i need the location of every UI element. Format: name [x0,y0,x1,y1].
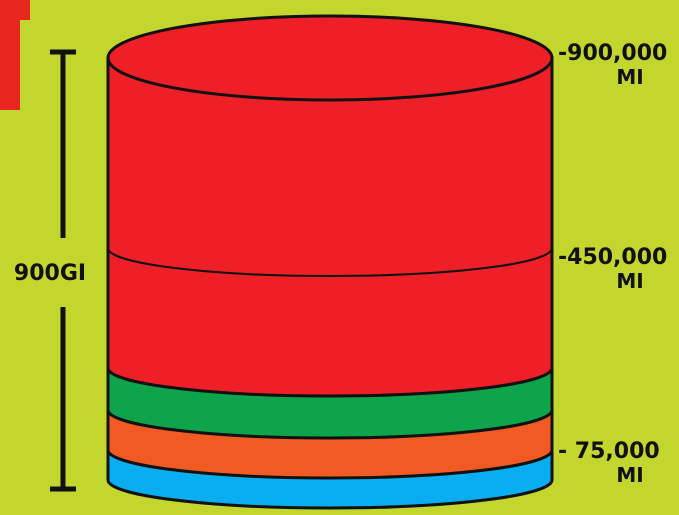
cylinder [106,14,554,510]
corner-accent [0,0,30,110]
layer-red [106,56,554,398]
mid-contour [107,247,553,277]
marker-value: -900,000 [558,41,667,66]
marker-value: -450,000 [558,245,667,270]
marker-value: - 75,000 [558,439,660,464]
marker-unit: MI [616,269,643,293]
total-height-label: 900GI [14,261,86,286]
marker-unit: MI [616,65,643,89]
marker-450000: -450,000 MI [558,245,667,293]
cylinder-top [106,14,554,102]
height-indicator [50,49,76,492]
marker-75000: - 75,000 MI [558,439,660,487]
marker-unit: MI [616,463,643,487]
marker-900000: -900,000 MI [558,41,667,89]
